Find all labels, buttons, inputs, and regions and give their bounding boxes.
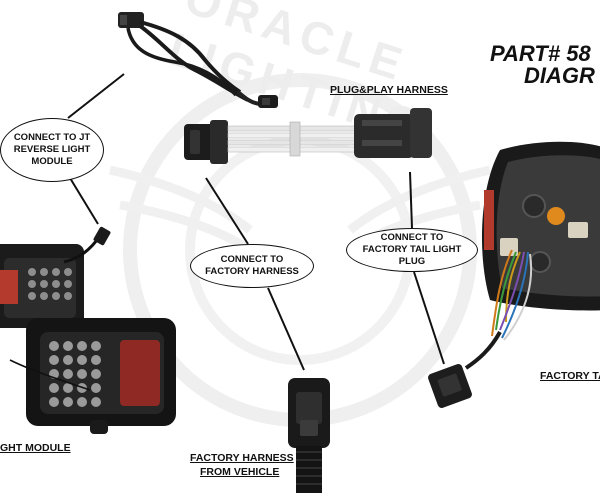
label-factory-tail-light: FACTORY TA <box>540 370 600 382</box>
label-factory-harness-line1: FACTORY HARNESS <box>190 452 294 464</box>
label-plug-play-harness: PLUG&PLAY HARNESS <box>330 84 448 96</box>
factory-harness-image <box>288 378 330 493</box>
callout-connect-reverse-module: CONNECT TO JT REVERSE LIGHT MODULE <box>0 118 104 182</box>
callout-connect-factory-harness: CONNECT TO FACTORY HARNESS <box>190 244 314 288</box>
reverse-light-module-image <box>0 226 176 434</box>
label-factory-harness-line2: FROM VEHICLE <box>200 466 280 478</box>
diagram-title: DIAGR <box>524 63 595 88</box>
connector-lines <box>67 73 445 371</box>
callout-connect-tail-plug: CONNECT TO FACTORY TAIL LIGHT PLUG <box>346 228 478 272</box>
factory-tail-light-image <box>428 141 600 408</box>
label-light-module: GHT MODULE <box>0 442 71 454</box>
plug-play-harness-image <box>118 12 432 164</box>
part-number-title: PART# 58 <box>490 41 591 66</box>
